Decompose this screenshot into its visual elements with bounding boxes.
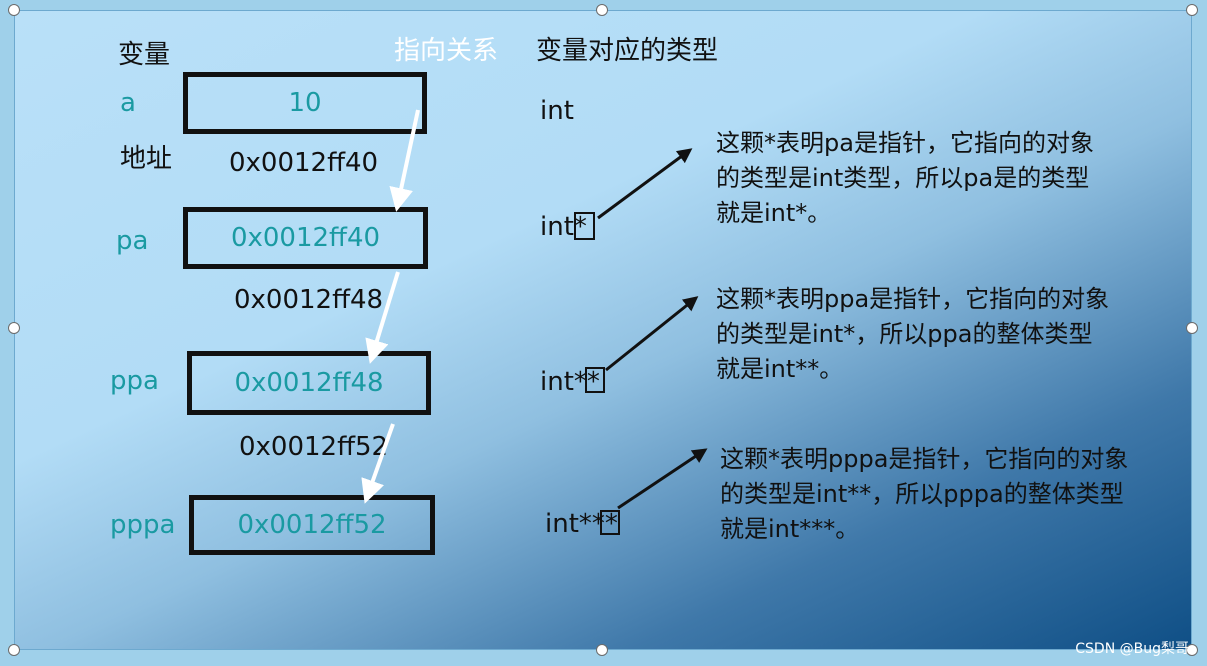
resize-handle-middle-right[interactable] bbox=[1186, 322, 1198, 334]
description-pa: 这颗*表明pa是指针，它指向的对象 的类型是int类型，所以pa是的类型 就是i… bbox=[716, 126, 1094, 230]
address-of-pa: 0x0012ff48 bbox=[234, 285, 384, 315]
explain-arrow-pa bbox=[597, 148, 693, 220]
pointer-arrow-pa-to-a bbox=[389, 109, 420, 212]
value-text-pppa: 0x0012ff52 bbox=[237, 510, 387, 540]
variable-name-pppa: pppa bbox=[110, 510, 176, 540]
resize-handle-bottom-left[interactable] bbox=[8, 644, 20, 656]
resize-handle-bottom-center[interactable] bbox=[596, 644, 608, 656]
resize-handle-top-left[interactable] bbox=[8, 4, 20, 16]
value-box-ppa: 0x0012ff48 bbox=[187, 351, 431, 415]
value-box-a: 10 bbox=[183, 72, 427, 134]
watermark: CSDN @Bug梨哥 bbox=[1075, 641, 1189, 657]
star-highlight-pppa bbox=[600, 510, 620, 535]
description-pppa-line: 的类型是int**，所以pppa的整体类型 bbox=[720, 479, 1124, 508]
star-highlight-pa bbox=[574, 212, 595, 240]
description-ppa-line: 这颗*表明ppa是指针，它指向的对象 bbox=[716, 285, 1110, 313]
resize-handle-top-center[interactable] bbox=[596, 4, 608, 16]
value-box-pppa: 0x0012ff52 bbox=[189, 495, 435, 555]
header-variable: 变量 bbox=[118, 40, 171, 70]
type-pppa: int*** bbox=[545, 509, 618, 539]
resize-handle-middle-left[interactable] bbox=[8, 322, 20, 334]
description-pa-line: 就是int*。 bbox=[716, 198, 832, 227]
variable-name-a: a bbox=[120, 88, 136, 118]
explain-arrow-pppa bbox=[617, 448, 708, 510]
header-pointing: 指向关系 bbox=[394, 36, 499, 66]
type-pa: int* bbox=[540, 212, 587, 242]
description-ppa: 这颗*表明ppa是指针，它指向的对象 的类型是int*，所以ppa的整体类型 就… bbox=[716, 282, 1109, 386]
diagram-canvas bbox=[14, 10, 1192, 650]
variable-name-ppa: ppa bbox=[110, 366, 159, 396]
value-text-a: 10 bbox=[288, 88, 322, 118]
type-a: int bbox=[540, 96, 574, 126]
explain-arrow-ppa bbox=[605, 296, 699, 372]
label-address: 地址 bbox=[120, 144, 173, 174]
address-of-ppa: 0x0012ff52 bbox=[239, 432, 389, 462]
description-pppa-line: 就是int***。 bbox=[720, 514, 860, 543]
description-pa-line: 的类型是int类型，所以pa是的类型 bbox=[716, 163, 1090, 192]
description-pppa: 这颗*表明pppa是指针，它指向的对象 的类型是int**，所以pppa的整体类… bbox=[720, 442, 1128, 546]
description-ppa-line: 就是int**。 bbox=[716, 354, 844, 383]
resize-handle-bottom-right[interactable] bbox=[1186, 644, 1198, 656]
header-type: 变量对应的类型 bbox=[536, 36, 719, 66]
address-of-a: 0x0012ff40 bbox=[229, 148, 379, 178]
resize-handle-top-right[interactable] bbox=[1186, 4, 1198, 16]
value-text-ppa: 0x0012ff48 bbox=[234, 368, 384, 398]
star-highlight-ppa bbox=[585, 367, 605, 393]
pointer-arrow-ppa-to-pa bbox=[365, 271, 400, 364]
value-box-pa: 0x0012ff40 bbox=[183, 207, 428, 269]
description-ppa-line: 的类型是int*，所以ppa的整体类型 bbox=[716, 319, 1093, 348]
description-pa-line: 这颗*表明pa是指针，它指向的对象 bbox=[716, 129, 1094, 157]
type-ppa: int** bbox=[540, 367, 600, 397]
pointer-arrow-pppa-to-ppa bbox=[361, 423, 395, 504]
variable-name-pa: pa bbox=[116, 226, 149, 256]
value-text-pa: 0x0012ff40 bbox=[230, 223, 381, 253]
description-pppa-line: 这颗*表明pppa是指针，它指向的对象 bbox=[720, 445, 1129, 473]
